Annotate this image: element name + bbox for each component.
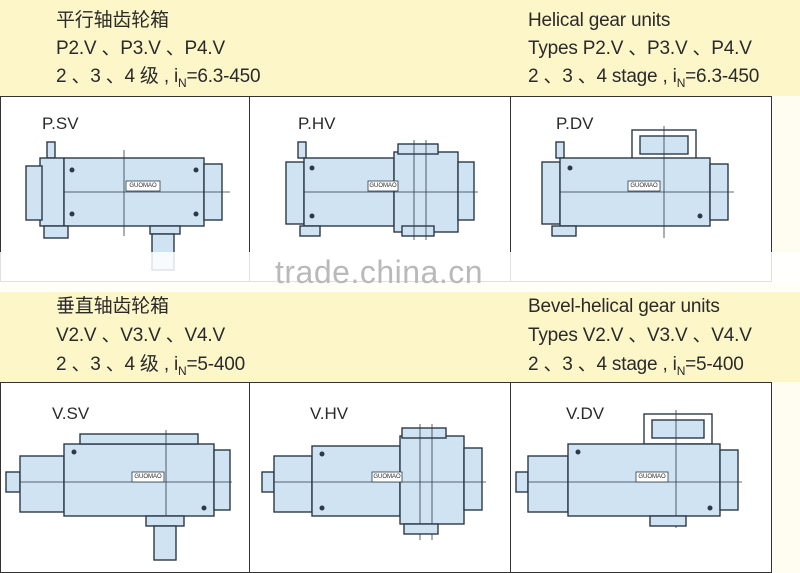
watermark-strip	[0, 252, 800, 292]
plate-vdv: GUOMAO	[638, 474, 666, 480]
label-psv: P.SV	[42, 114, 79, 133]
cn-types-vertical: V2.V 、V3.V 、V4.V	[56, 325, 225, 346]
en-types-helical: Types P2.V 、P3.V 、P4.V	[528, 38, 752, 59]
cn-title-parallel: 平行轴齿轮箱	[56, 10, 169, 31]
gearbox-psv-drawing	[25, 141, 230, 271]
cn-title-vertical: 垂直轴齿轮箱	[56, 296, 169, 317]
plate-phv: GUOMAO	[369, 183, 397, 189]
top-header-band	[0, 0, 800, 96]
cn-types-parallel: P2.V 、P3.V 、P4.V	[56, 38, 225, 59]
watermark-text: trade.china.cn	[275, 254, 484, 290]
middle-header-band	[0, 282, 800, 382]
label-pdv: P.DV	[556, 114, 594, 133]
gearbox-vhv-drawing	[261, 424, 486, 540]
en-title-helical: Helical gear units	[528, 10, 671, 31]
en-stage-helical: 2 、3 、4 stage , iN=6.3-450	[528, 66, 760, 90]
label-vhv: V.HV	[310, 404, 349, 423]
label-vsv: V.SV	[52, 404, 90, 423]
gearbox-pdv-drawing	[541, 126, 734, 238]
cn-stage-parallel: 2 、3 、4 级 , iN=6.3-450	[56, 66, 261, 90]
gearbox-phv-drawing	[285, 140, 478, 240]
plate-vsv: GUOMAO	[134, 474, 162, 480]
en-types-bevel: Types V2.V 、V3.V 、V4.V	[528, 325, 752, 346]
en-stage-bevel: 2 、3 、4 stage , iN=5-400	[528, 354, 744, 378]
label-phv: P.HV	[298, 114, 336, 133]
en-title-bevel: Bevel-helical gear units	[528, 296, 720, 317]
plate-psv: GUOMAO	[129, 183, 157, 189]
gearbox-vdv-drawing	[515, 410, 742, 528]
plate-vhv: GUOMAO	[373, 474, 401, 480]
gearbox-vsv-drawing	[5, 430, 232, 561]
plate-pdv: GUOMAO	[630, 183, 658, 189]
cn-stage-vertical: 2 、3 、4 级 , iN=5-400	[56, 354, 245, 378]
label-vdv: V.DV	[566, 404, 605, 423]
